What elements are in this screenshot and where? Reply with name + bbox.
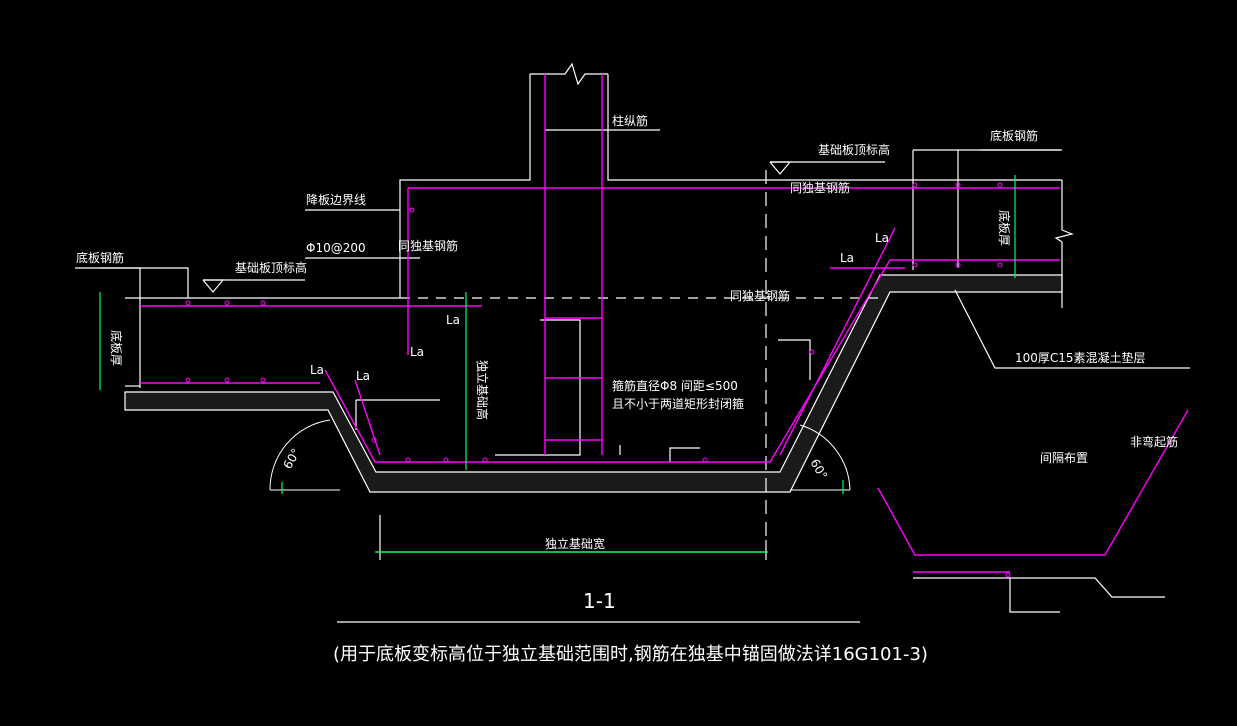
label-angle-left: 60° bbox=[280, 446, 303, 471]
label-slab-thickness-right: 底板厚 bbox=[997, 210, 1012, 246]
label-la-4: La bbox=[356, 369, 370, 383]
dimension-lines bbox=[99, 175, 1016, 553]
label-top-elevation-right: 基础板顶标高 bbox=[818, 142, 890, 157]
label-top-elevation-left: 基础板顶标高 bbox=[235, 260, 307, 275]
label-la-3: La bbox=[310, 363, 324, 377]
label-non-bent-start: 非弯起筋 bbox=[1130, 434, 1178, 449]
label-la-1: La bbox=[446, 313, 460, 327]
label-la-6: La bbox=[875, 231, 889, 245]
rebar-lines bbox=[140, 74, 1189, 573]
label-cushion: 100厚C15素混凝土垫层 bbox=[1015, 350, 1146, 365]
label-drop-slab-line: 降板边界线 bbox=[306, 193, 366, 207]
label-bottom-rebar-right: 底板钢筋 bbox=[990, 128, 1038, 143]
rebar-dots bbox=[185, 182, 1011, 578]
label-angle-right: 60° bbox=[807, 457, 830, 482]
label-stirrup-note-2: 且不小于两道矩形封闭箍 bbox=[612, 396, 744, 411]
label-same-rebar-mid: 同独基钢筋 bbox=[730, 288, 790, 303]
label-bottom-rebar-left: 底板钢筋 bbox=[76, 250, 124, 265]
label-stirrup-spec: Φ10@200 bbox=[306, 241, 366, 255]
label-found-height: 独立基础高 bbox=[475, 360, 490, 420]
label-la-2: La bbox=[410, 345, 424, 359]
label-same-rebar-top-right: 同独基钢筋 bbox=[790, 180, 850, 195]
label-same-rebar-left: 同独基钢筋 bbox=[398, 238, 458, 253]
label-stirrup-note-1: 箍筋直径Φ8 间距≤500 bbox=[612, 378, 738, 393]
label-slab-thickness-left: 底板厚 bbox=[109, 330, 124, 366]
labels: 柱纵筋 基础板顶标高 底板钢筋 同独基钢筋 降板边界线 同独基钢筋 Φ10@20… bbox=[76, 113, 1178, 665]
section-title: 1-1 bbox=[583, 589, 616, 613]
label-la-5: La bbox=[840, 251, 854, 265]
structure-outline bbox=[75, 62, 1190, 623]
caption: (用于底板变标高位于独立基础范围时,钢筋在独基中锚固做法详16G101-3) bbox=[333, 644, 928, 665]
label-found-width: 独立基础宽 bbox=[545, 536, 605, 551]
label-column-rebar: 柱纵筋 bbox=[612, 113, 648, 128]
label-spacing-arrangement: 间隔布置 bbox=[1040, 451, 1088, 465]
